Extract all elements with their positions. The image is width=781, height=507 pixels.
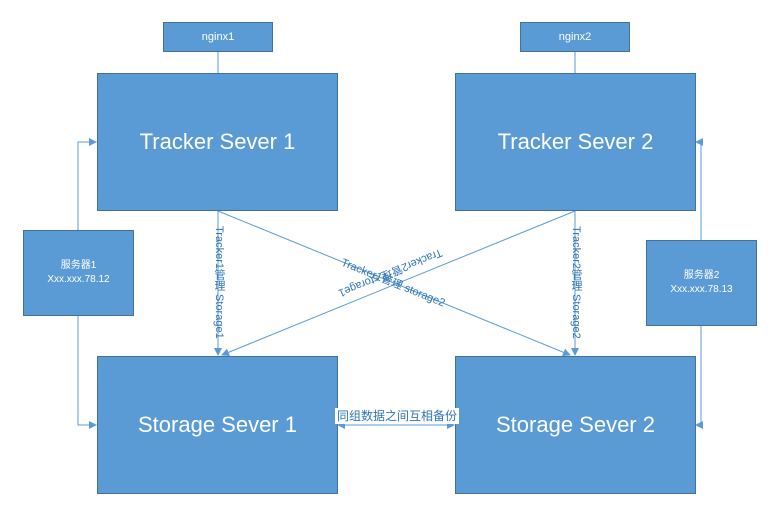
server-2-box: 服务器2 Xxx.xxx.78.13 <box>646 240 757 326</box>
server1-to-tracker1-arrow <box>77 138 97 230</box>
server2-to-tracker2-arrow <box>695 138 703 240</box>
tracker-server-2: Tracker Sever 2 <box>455 73 696 211</box>
server-1-name: 服务器1 <box>60 260 97 271</box>
tracker1-storage1-label: Tracker1管理 Storage1 <box>213 226 225 339</box>
tracker-server-1: Tracker Sever 1 <box>97 73 338 211</box>
tracker2-storage2-label: Tracker2管理 Storage2 <box>570 226 582 339</box>
storage-server-1: Storage Sever 1 <box>97 356 338 494</box>
backup-label: 同组数据之间互相备份 <box>335 408 459 424</box>
storage-server-2: Storage Sever 2 <box>455 356 696 494</box>
server2-to-storage2-arrow <box>695 326 703 429</box>
tracker1-storage2-arrow <box>217 210 571 357</box>
nginx2-box: nginx2 <box>520 22 630 52</box>
server-2-name: 服务器2 <box>683 270 720 281</box>
server-2-ip: Xxx.xxx.78.13 <box>670 284 733 295</box>
server-1-ip: Xxx.xxx.78.12 <box>47 274 110 285</box>
tracker2-storage1-arrow <box>221 210 576 357</box>
nginx1-box: nginx1 <box>163 22 273 52</box>
server-1-box: 服务器1 Xxx.xxx.78.12 <box>23 230 134 316</box>
server1-to-storage1-arrow <box>77 316 97 429</box>
